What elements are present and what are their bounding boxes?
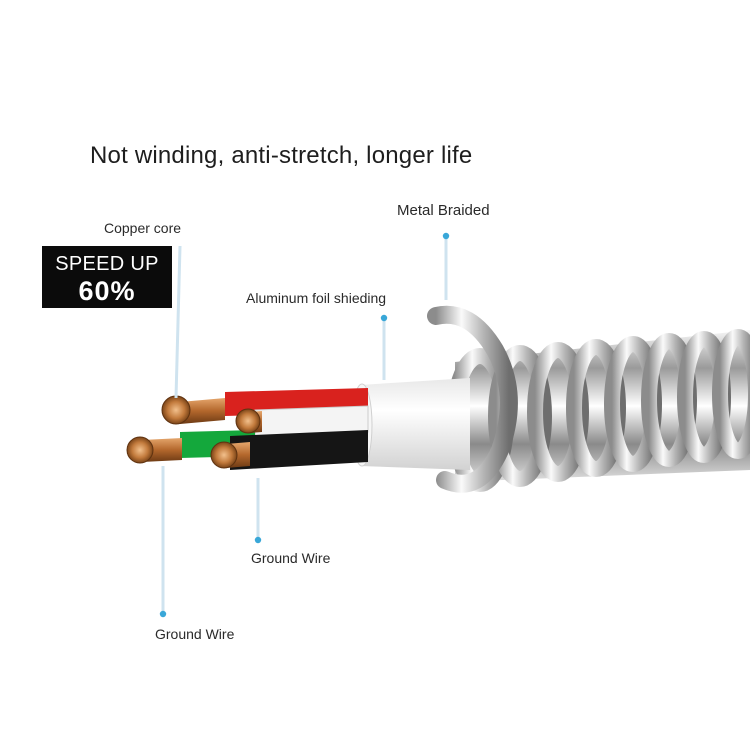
metal-braid-sleeve (427, 305, 750, 493)
dot-metal-braided (442, 232, 450, 240)
label-ground-wire-bottom: Ground Wire (155, 626, 235, 642)
callout-lines (161, 238, 448, 612)
label-copper-core: Copper core (104, 220, 182, 236)
label-ground-wire-middle: Ground Wire (251, 550, 331, 566)
inner-wires (126, 388, 369, 470)
label-aluminum-foil: Aluminum foil shieding (246, 290, 387, 306)
headline: Not winding, anti-stretch, longer life (90, 142, 473, 169)
black-wire (230, 430, 368, 470)
dot-ground-wire-bottom (159, 610, 167, 618)
callout-copper-core (174, 245, 182, 399)
label-metal-braided: Metal Braided (397, 202, 490, 219)
badge-line-2: 60% (78, 276, 136, 306)
dot-ground-wire-middle (254, 536, 262, 544)
aluminum-foil-sheath (351, 378, 470, 470)
callout-dots (159, 232, 450, 618)
speed-up-badge: SPEED UP 60% (42, 246, 172, 308)
dot-aluminum-foil (380, 314, 388, 322)
badge-line-1: SPEED UP (55, 253, 159, 275)
